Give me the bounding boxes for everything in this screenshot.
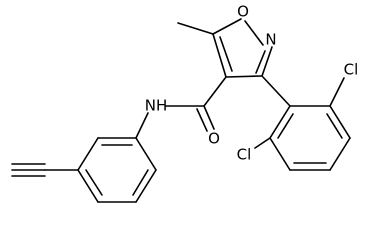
- bond-c3-aryl: [261, 75, 291, 107]
- ethynylphenyl-ring: [77, 137, 157, 203]
- bond-ar3-ar4: [329, 137, 351, 171]
- atom-labels: O N Cl Cl NH O: [145, 3, 359, 164]
- bond-n-c3: [261, 46, 273, 77]
- ethynyl-group: [11, 163, 79, 177]
- atom-label-cl-bottom: Cl: [237, 146, 252, 164]
- atom-label-n-ring: N: [265, 31, 276, 49]
- bond-ph6-ph1: [135, 137, 157, 171]
- atom-label-o-ring: O: [237, 3, 249, 21]
- bond-ph5-ph6-inner: [132, 169, 149, 196]
- bond-ar2-ar3: [329, 105, 351, 139]
- bond-carbonyl-o-second: [196, 108, 208, 132]
- bond-n-c3-inner: [255, 50, 266, 74]
- bond-ar2-ar3-inner: [326, 113, 343, 139]
- bond-c3-c4: [225, 75, 263, 78]
- bond-o-n: [244, 20, 264, 46]
- dichlorophenyl-ring: [254, 75, 351, 171]
- bond-n-phenyl: [135, 112, 149, 139]
- atom-label-amide-nh: NH: [145, 97, 168, 115]
- atom-label-amide-o: O: [208, 130, 220, 148]
- atom-label-cl-top: Cl: [344, 61, 359, 79]
- molecule-canvas: O N Cl Cl NH O: [11, 2, 359, 203]
- bond-ar6-ar1-inner: [277, 113, 294, 139]
- bond-ar6-ar1: [269, 105, 291, 139]
- isoxazole-ring: [212, 18, 273, 78]
- bond-ph5-ph6: [135, 169, 157, 203]
- bond-ar6-cl: [254, 137, 271, 149]
- bond-ar5-ar6: [269, 137, 291, 171]
- bond-ph3-ph4-inner: [85, 169, 103, 196]
- bond-c4-carbonyl: [203, 76, 227, 107]
- bond-ph3-ph4: [77, 169, 99, 203]
- bond-ar2-cl: [329, 77, 345, 107]
- amide-group: [135, 76, 227, 139]
- structure-drawing: O N Cl Cl NH O: [11, 3, 359, 203]
- bond-c4-c5-inner: [219, 36, 233, 72]
- bond-o-c5: [212, 18, 242, 35]
- bond-c4-c5: [212, 33, 227, 78]
- bond-carbonyl-o: [203, 105, 215, 130]
- bond-c5-methyl: [177, 22, 214, 35]
- bond-ph2-ph3: [77, 137, 99, 171]
